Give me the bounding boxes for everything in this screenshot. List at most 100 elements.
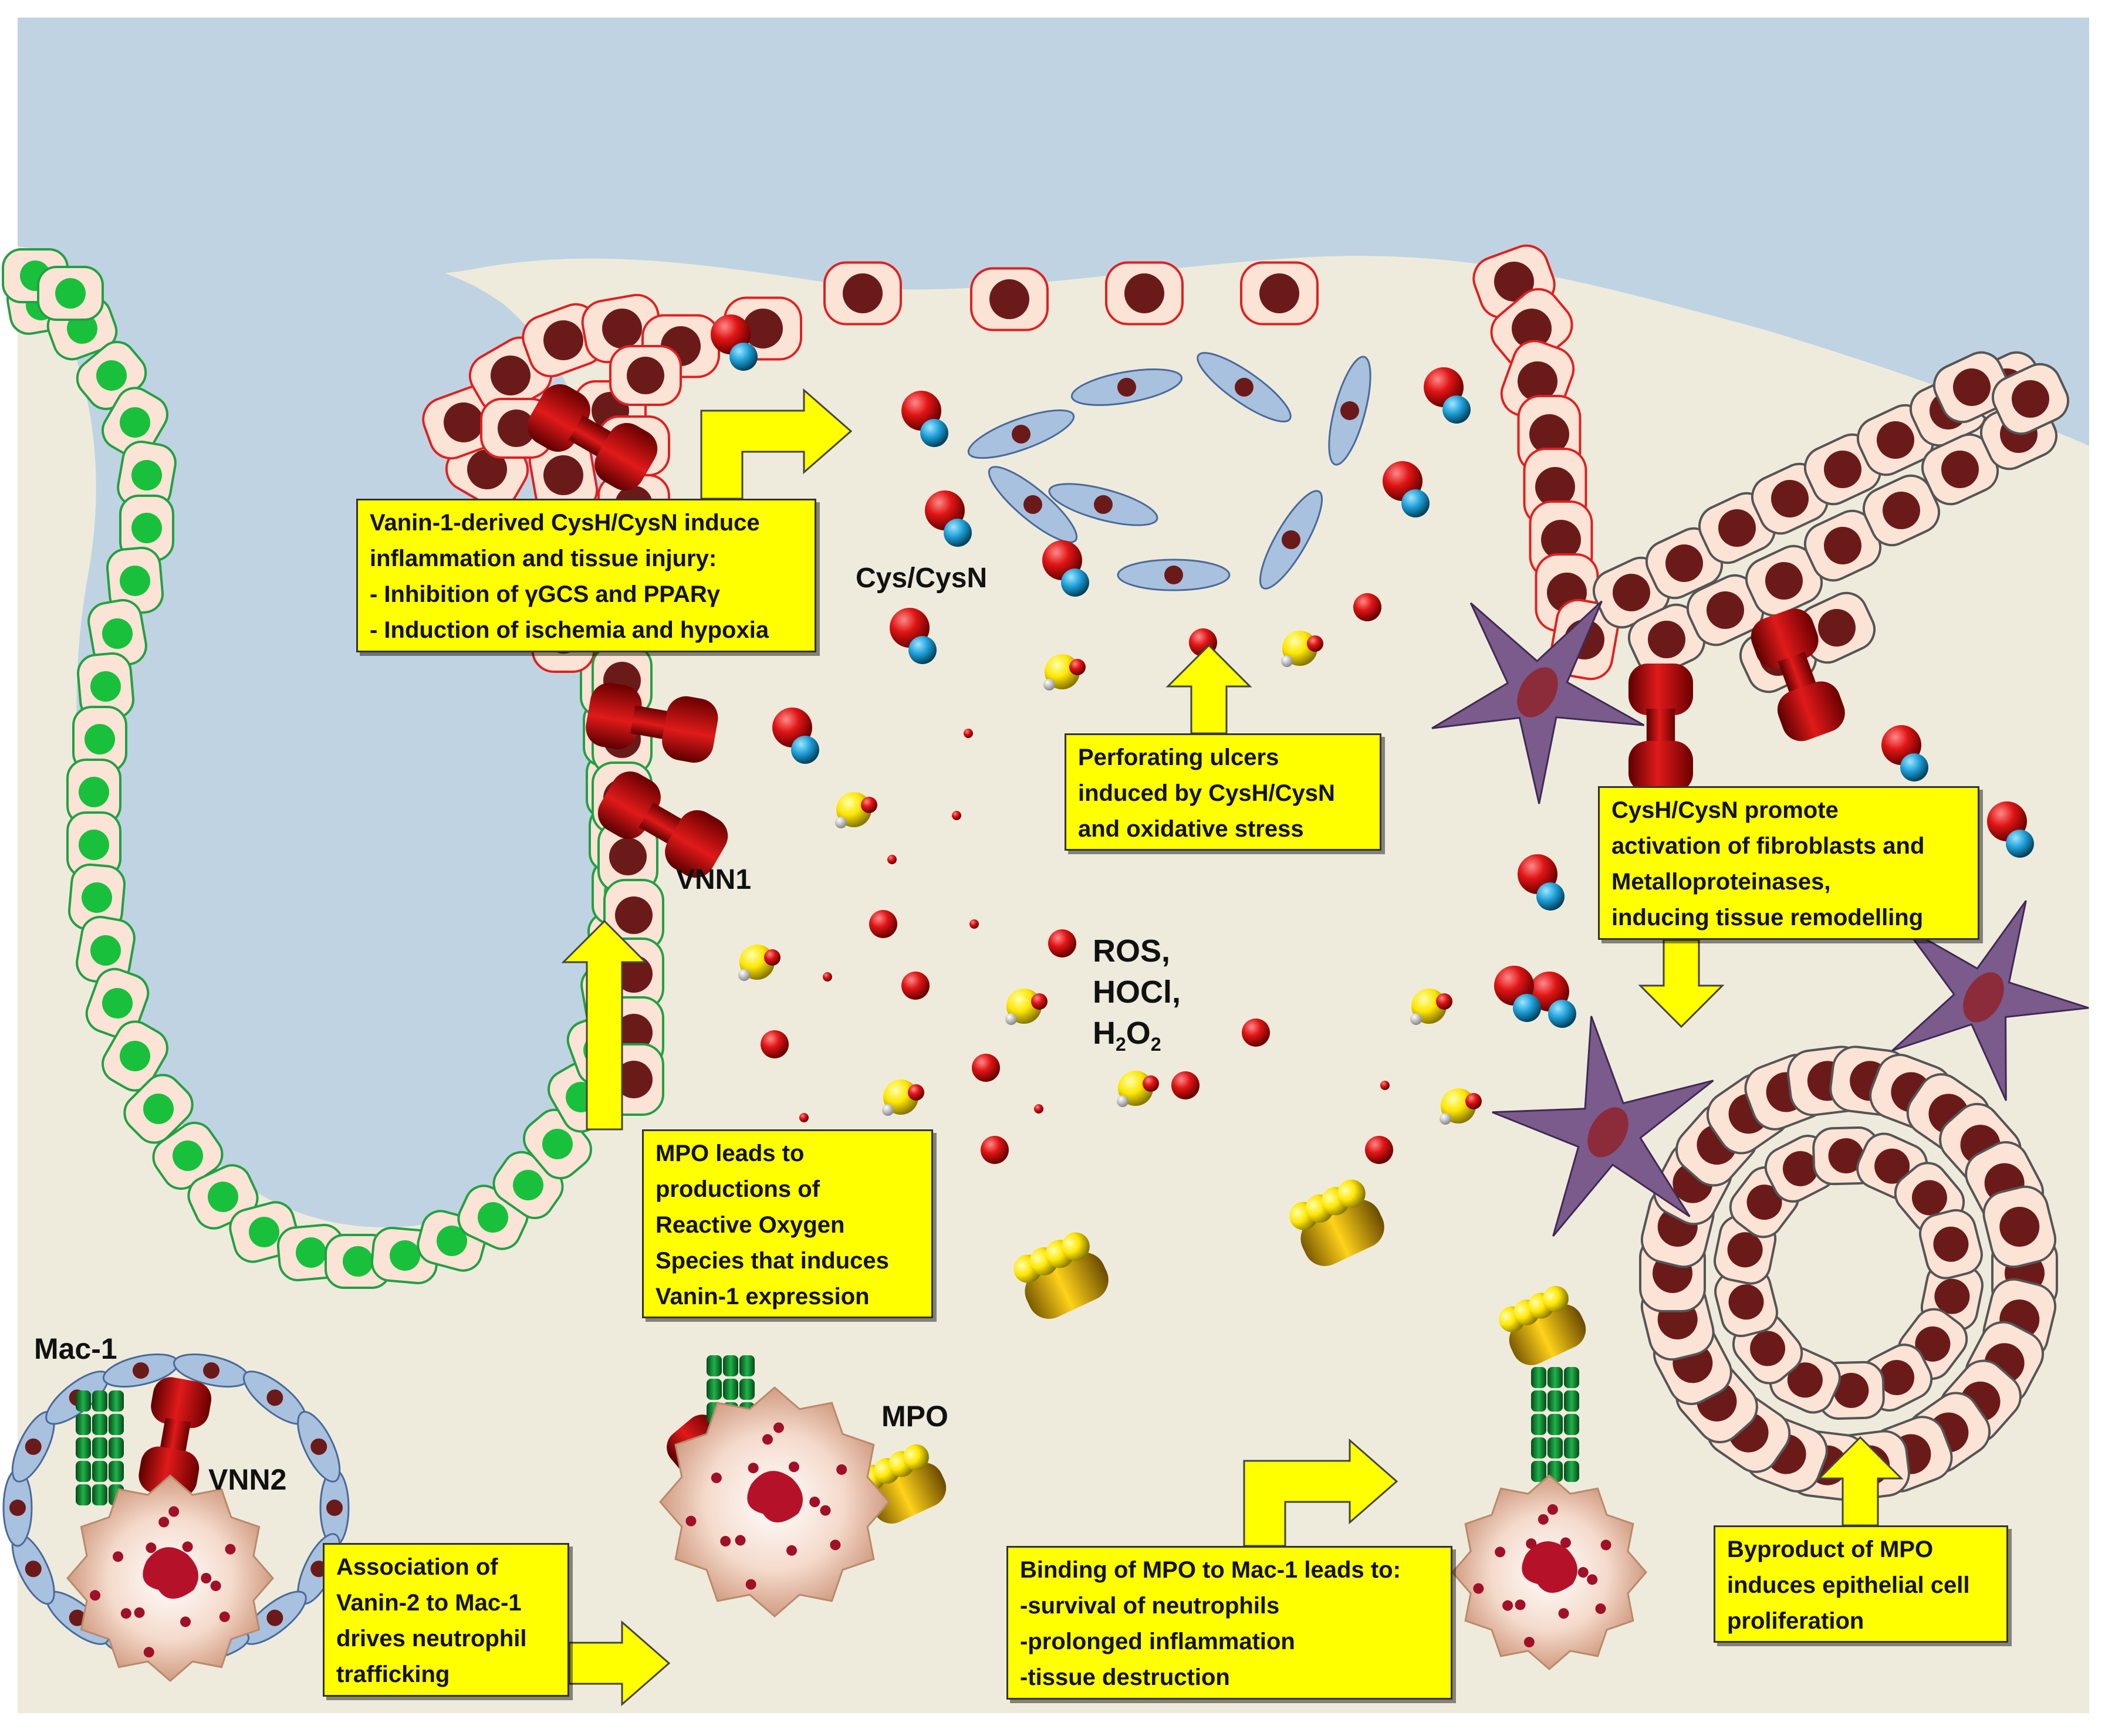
- h2o2-sub: 2: [1150, 1033, 1161, 1055]
- mac1-receptor: [76, 1390, 124, 1505]
- note-line: Reactive Oxygen: [656, 1212, 845, 1238]
- hocl-molecule: [738, 945, 780, 981]
- cell-nucleus: [1746, 1185, 1782, 1220]
- fibroblast-cell: [1891, 900, 2089, 1101]
- neutrophil-granule: [820, 1505, 831, 1516]
- white-sphere: [1043, 679, 1055, 691]
- endothelial-nucleus: [25, 1438, 42, 1455]
- neutrophil-granule: [1502, 1600, 1513, 1611]
- neutrophil-cell: [659, 1386, 890, 1617]
- ros-sphere: [761, 1030, 789, 1058]
- mac1-segment: [707, 1379, 722, 1400]
- mac1-segment: [1564, 1367, 1579, 1388]
- vanin-protein: [597, 771, 728, 878]
- cell-nucleus: [543, 320, 583, 360]
- neutrophil-granule: [745, 1579, 756, 1590]
- epithelial-cell: [1240, 261, 1319, 326]
- cysh-molecule: [890, 608, 937, 664]
- ros-sphere: [969, 919, 979, 929]
- cell-nucleus: [1877, 421, 1914, 459]
- neutrophil-granule: [168, 1506, 180, 1517]
- cysh-molecule: [1042, 540, 1089, 597]
- note-line: induces epithelial cell: [1727, 1572, 1970, 1598]
- cell-nucleus: [467, 449, 507, 489]
- neutrophil-granule: [201, 1573, 212, 1583]
- note-line: Species that induces: [656, 1248, 889, 1274]
- cell-nucleus: [542, 1129, 573, 1159]
- vanin-domain: [586, 682, 642, 750]
- vanin-protein: [1751, 608, 1845, 742]
- fibroblast-cell: [1431, 600, 1645, 804]
- neutrophil-granule: [210, 1581, 221, 1592]
- cell-nucleus: [296, 1237, 326, 1268]
- cell-nucleus: [120, 407, 150, 438]
- cell-nucleus: [615, 1014, 653, 1051]
- note-fibroblast-activation: CysH/CysN promote activation of fibrobla…: [1598, 786, 1979, 940]
- hocl-molecule: [1281, 631, 1323, 667]
- note-mpo-ros: MPO leads to productions of Reactive Oxy…: [642, 1129, 933, 1318]
- ros-sphere: [823, 972, 832, 982]
- epithelial-cell: [68, 863, 126, 932]
- neutrophils-layer: [66, 1386, 1647, 1682]
- neutrophil-nucleus: [1522, 1541, 1577, 1593]
- cell-nucleus: [1915, 1326, 1951, 1362]
- cell-nucleus: [1648, 621, 1685, 658]
- arrow-byproduct-up: [1817, 1436, 1904, 1527]
- note-line: Binding of MPO to Mac-1 leads to:: [1020, 1557, 1401, 1583]
- cell-nucleus: [343, 1246, 373, 1277]
- cell-nucleus: [602, 309, 642, 348]
- fibroblast-nucleus: [1963, 972, 2004, 1023]
- note-line: inflammation and tissue injury:: [370, 546, 717, 571]
- cell-nucleus: [79, 830, 109, 860]
- label-mac1: Mac-1: [34, 1332, 117, 1365]
- endothelial-nucleus: [9, 1500, 26, 1516]
- ros-sphere: [1365, 1136, 1393, 1164]
- fibroblast-nucleus: [1587, 1107, 1628, 1158]
- neutrophil-granule: [1473, 1583, 1484, 1594]
- cell-nucleus: [615, 1061, 653, 1098]
- cysh-molecule: [1881, 725, 1928, 781]
- blue-sphere: [1900, 753, 1928, 781]
- epithelial-cell: [152, 1121, 224, 1190]
- mac1-segment: [1531, 1414, 1546, 1435]
- mac1-segment: [92, 1461, 107, 1482]
- h2o2-sub: 2: [1116, 1033, 1126, 1055]
- h2o2-h: H: [1093, 1016, 1116, 1051]
- white-sphere: [1440, 1113, 1451, 1125]
- neutrophil-granule: [113, 1551, 124, 1562]
- note-line: -prolonged inflammation: [1020, 1629, 1295, 1654]
- epithelial-cell: [66, 811, 121, 878]
- neutrophil-granule: [1538, 1514, 1549, 1525]
- note-line: inducing tissue remodelling: [1611, 905, 1924, 930]
- epithelial-cell: [1982, 1185, 2057, 1268]
- epithelial-cell: [119, 495, 174, 561]
- cell-nucleus: [1934, 1278, 1970, 1314]
- hocl-molecule: [1005, 989, 1048, 1025]
- cell-nucleus: [1718, 509, 1756, 547]
- endothelial-nucleus: [69, 1609, 86, 1626]
- epithelial-cell: [528, 434, 599, 516]
- mac1-segment: [92, 1484, 107, 1505]
- cell-nucleus: [1728, 1284, 1764, 1320]
- note-line: trafficking: [336, 1661, 450, 1687]
- cell-nucleus: [120, 566, 150, 596]
- cell-nucleus: [989, 279, 1029, 319]
- note-line: proliferation: [1727, 1608, 1864, 1634]
- cell-nucleus: [249, 1217, 279, 1247]
- mac1-segment: [707, 1355, 722, 1376]
- vanin-linker: [630, 705, 674, 740]
- mac1-segment: [739, 1379, 755, 1400]
- cell-nucleus: [131, 460, 162, 490]
- epithelial-cell: [85, 967, 150, 1039]
- note-line: Vanin-2 to Mac-1: [336, 1590, 522, 1616]
- neutrophil-granule: [720, 1535, 731, 1547]
- red-sphere: [1069, 659, 1086, 675]
- epithelial-cell: [66, 759, 121, 825]
- endothelial-cell: [242, 1370, 307, 1425]
- neutrophil-granule: [1600, 1539, 1611, 1551]
- cell-nucleus: [143, 1094, 174, 1124]
- arrow-mpo-binding: [1243, 1438, 1398, 1547]
- hocl-molecule: [1043, 654, 1086, 691]
- cell-nucleus: [627, 357, 664, 394]
- arrow-mpo-up: [561, 919, 648, 1131]
